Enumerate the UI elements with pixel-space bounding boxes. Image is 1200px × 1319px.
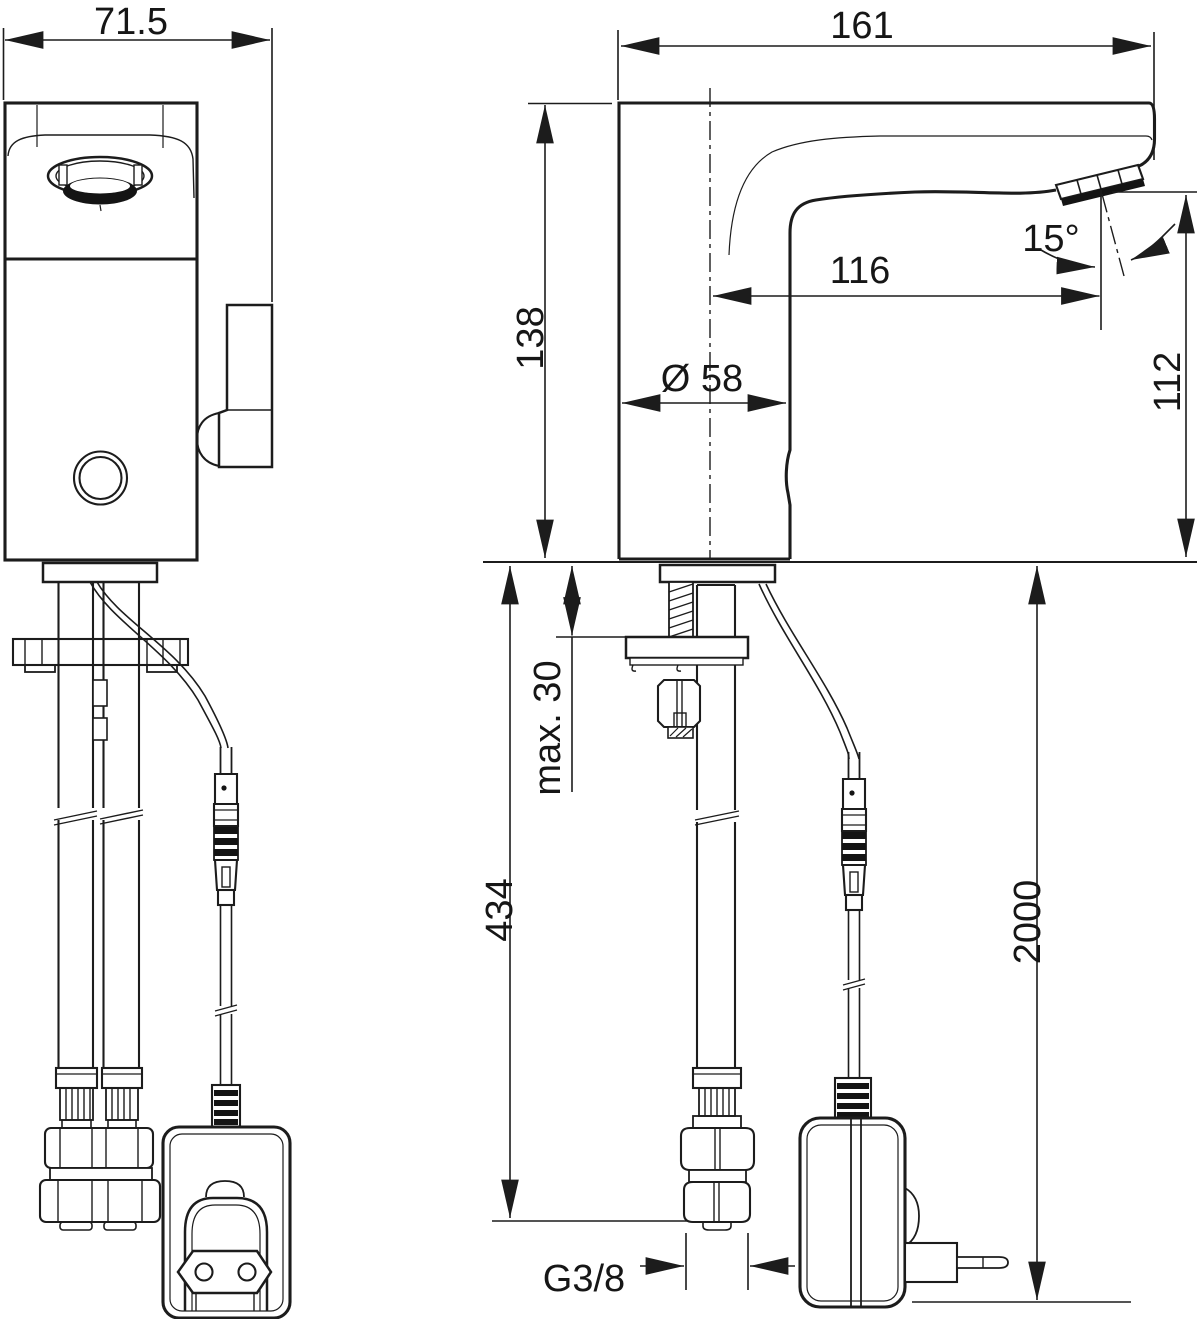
dim-base-diameter-label: Ø 58 xyxy=(661,358,743,400)
dim-thread: G3/8 xyxy=(543,1233,795,1300)
dim-outlet-height-label: 112 xyxy=(1147,352,1189,413)
dim-side-length: 161 xyxy=(617,5,1155,160)
dim-power-cable-length: 2000 xyxy=(912,566,1131,1303)
power-supply-side xyxy=(798,1076,1009,1309)
dim-max-deck-thickness: max. 30 xyxy=(527,566,625,796)
plug-neck xyxy=(903,1241,959,1284)
dim-power-cable-length-label: 2000 xyxy=(1007,880,1049,965)
faucet-body-side xyxy=(617,88,1157,561)
plug-pin-side xyxy=(956,1256,1009,1269)
dim-outlet-angle: 15° xyxy=(1022,193,1176,277)
dim-hose-length: 434 xyxy=(479,566,688,1222)
dim-base-diameter: Ø 58 xyxy=(622,358,786,412)
plug-pin-hole-right xyxy=(237,1262,257,1282)
dim-front-width-label: 71.5 xyxy=(94,1,168,43)
dim-thread-label: G3/8 xyxy=(543,1258,625,1300)
dim-hose-length-label: 434 xyxy=(479,878,521,941)
aerator-front xyxy=(46,155,154,212)
power-plug-front xyxy=(161,1083,292,1319)
supply-hoses-front xyxy=(50,582,146,1068)
faucet-body-front xyxy=(3,101,274,584)
euro-plug-face xyxy=(176,1249,273,1295)
side-view: 161 138 Ø 58 116 xyxy=(479,5,1197,1309)
dim-outlet-angle-label: 15° xyxy=(1022,218,1079,260)
aerator-side xyxy=(1054,163,1145,206)
cable-connector-side xyxy=(840,750,868,912)
sensor-cable-side xyxy=(758,583,868,1078)
cable-connector-front xyxy=(212,745,240,907)
under-counter-fixing xyxy=(624,563,777,1231)
mounting-bracket xyxy=(11,637,190,673)
plug-shoulder xyxy=(904,1187,920,1247)
front-view: 71.5 xyxy=(2,1,292,1319)
fixing-nut xyxy=(656,678,702,739)
dim-body-height-label: 138 xyxy=(510,306,552,369)
dim-spout-reach-label: 116 xyxy=(830,250,891,292)
pipe-end-fitting-side xyxy=(679,1066,756,1231)
plug-pin-hole-left xyxy=(194,1262,214,1282)
dim-outlet-height: 112 xyxy=(1112,191,1197,557)
dim-side-length-label: 161 xyxy=(830,5,893,47)
fixing-washer-plate xyxy=(624,635,750,660)
dim-max-deck-thickness-label: max. 30 xyxy=(527,660,569,795)
dim-front-width: 71.5 xyxy=(2,1,273,302)
hose-end-fittings xyxy=(38,1066,162,1231)
sensor-window xyxy=(72,450,129,506)
dim-spout-reach: 116 xyxy=(713,190,1102,330)
side-lever-handle xyxy=(195,303,274,469)
dim-body-height: 138 xyxy=(510,102,612,558)
threaded-rod xyxy=(668,581,694,638)
plug-dome xyxy=(205,1180,245,1198)
sensor-cable-front xyxy=(89,581,240,1085)
